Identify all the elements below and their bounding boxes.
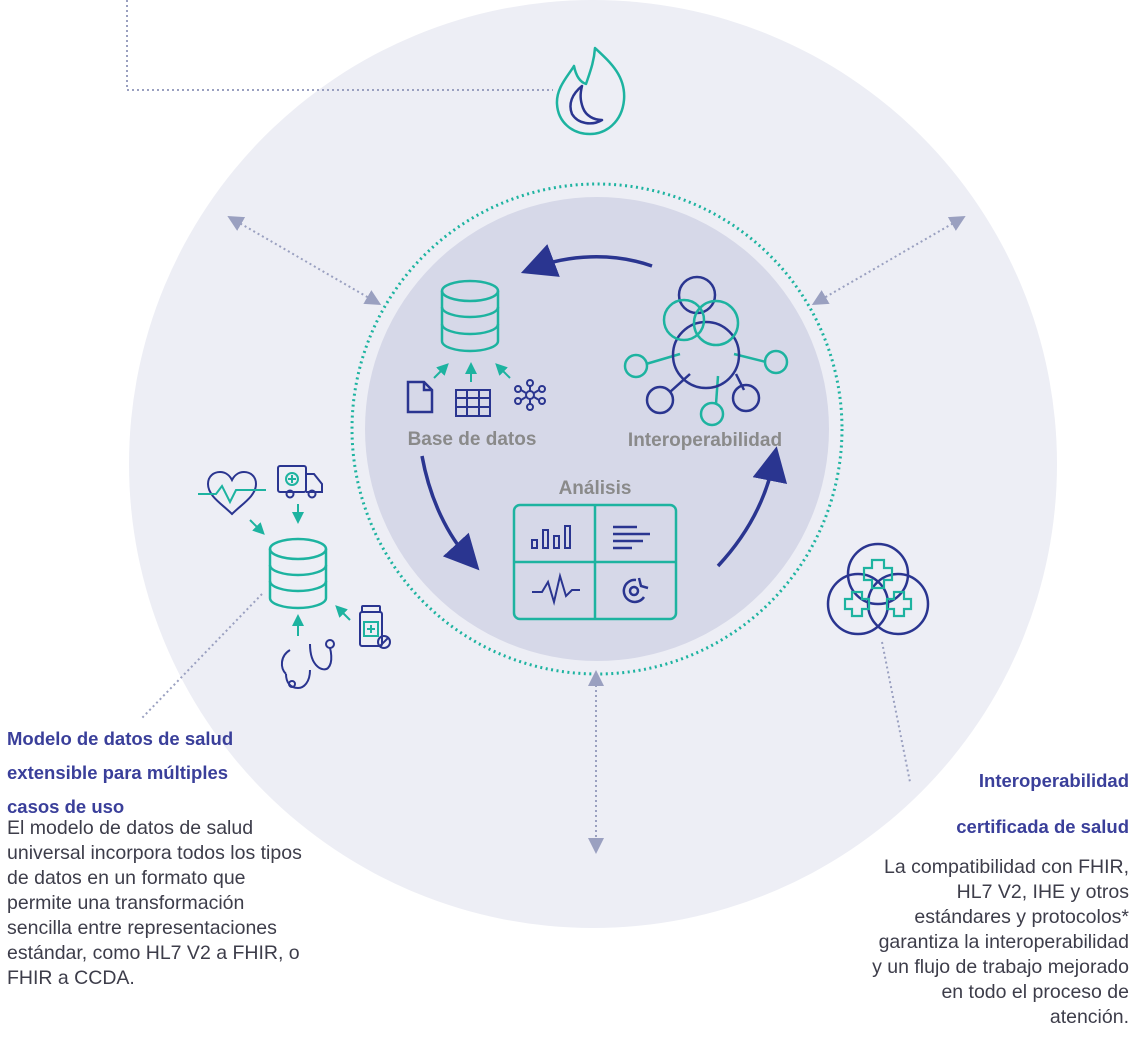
db-input-arrows [433, 362, 511, 382]
left-body-line: FHIR a CCDA. [7, 967, 135, 989]
right-body-line: atención. [1049, 1006, 1129, 1028]
right-body-line: estándares y protocolos* [914, 906, 1129, 928]
label-interoperability: Interoperabilidad [628, 430, 782, 451]
right-body-line: en todo el proceso de [941, 981, 1129, 1003]
medicine-bottle-icon [359, 605, 391, 649]
flame-icon [555, 46, 626, 136]
label-database: Base de datos [408, 429, 537, 450]
label-analysis: Análisis [559, 478, 632, 499]
left-heading: Modelo de datos de salud extensible para… [7, 722, 307, 824]
left-body-line: permite una transformación [7, 892, 245, 914]
right-leader-line [881, 641, 911, 783]
analysis-dashboard-icon [512, 503, 678, 621]
text-lines-icon [613, 525, 650, 550]
left-body-line: El modelo de datos de salud [7, 817, 254, 839]
left-db-arrows [249, 504, 351, 636]
right-body-line: La compatibilidad con FHIR, [884, 856, 1129, 878]
right-body-line: HL7 V2, IHE y otros [956, 881, 1129, 903]
left-body-line: sencilla entre representaciones [7, 917, 277, 939]
ambulance-icon [277, 465, 323, 499]
table-icon [455, 389, 491, 417]
bar-chart-icon [531, 525, 571, 549]
top-connector-line [126, 0, 553, 91]
left-body-line: universal incorpora todos los tipos [7, 842, 302, 864]
connector-arrow-top-right [811, 215, 966, 306]
connector-arrow-top-left [227, 215, 382, 306]
right-heading-line: Interoperabilidad [978, 770, 1129, 791]
left-heading-line: Modelo de datos de salud [7, 728, 234, 749]
heart-rate-icon [198, 470, 266, 516]
right-heading: Interoperabilidad certificada de salud [829, 764, 1129, 844]
cycle-arrow-top [520, 244, 653, 277]
right-heading-line: certificada de salud [956, 816, 1129, 837]
left-body-line: de datos en un formato que [7, 867, 246, 889]
pie-chart-icon [622, 577, 649, 604]
left-leader-line [141, 593, 263, 719]
network-icon [514, 379, 546, 411]
medical-cross-icons [843, 558, 913, 618]
left-database-icon [268, 537, 328, 610]
left-heading-line: extensible para múltiples [7, 762, 229, 783]
left-description: El modelo de datos de salud universal in… [7, 816, 407, 991]
cycle-arrow-right [716, 446, 788, 568]
inner-dotted-ring [350, 182, 844, 676]
database-icon [440, 279, 500, 353]
right-body-line: y un flujo de trabajo mejorado [872, 956, 1129, 978]
left-body-line: estándar, como HL7 V2 a FHIR, o [7, 942, 300, 964]
interoperability-icon [623, 275, 789, 427]
left-heading-line: casos de uso [7, 796, 125, 817]
heartbeat-line-icon [532, 572, 580, 606]
stethoscope-icon [280, 639, 335, 690]
right-description: La compatibilidad con FHIR, HL7 V2, IHE … [729, 855, 1129, 1030]
cycle-arrow-left [420, 455, 480, 571]
right-body-line: garantiza la interoperabilidad [878, 931, 1129, 953]
inner-circle [365, 197, 829, 661]
document-icon [406, 380, 434, 414]
